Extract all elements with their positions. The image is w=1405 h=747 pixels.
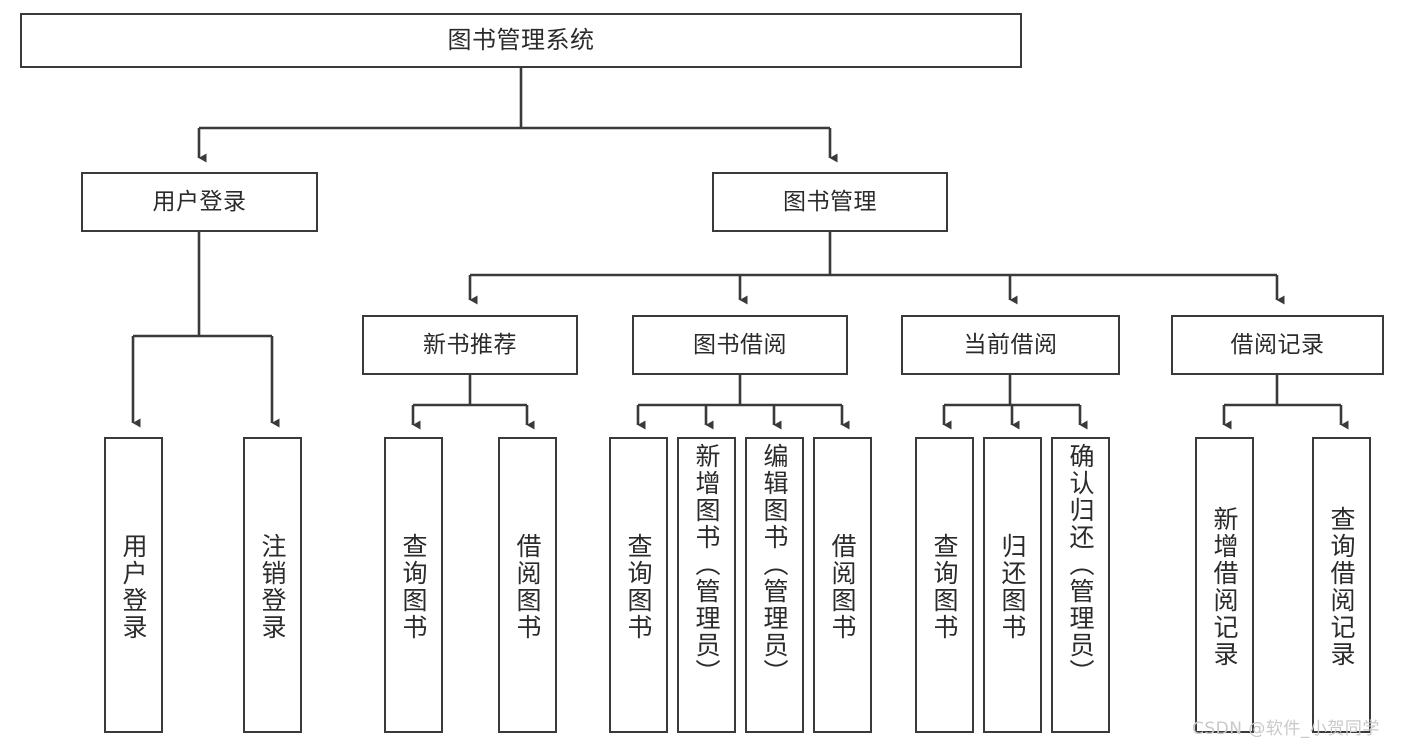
leaf-record-query-record-label: 查询借阅记录 [1327,506,1356,668]
leaf-recommend-query-book[interactable]: 查询图书 [384,437,443,733]
node-book-borrow[interactable]: 图书借阅 [632,315,848,375]
node-user-login-label: 用户登录 [152,188,247,215]
watermark-credit: CSDN @软件_小贺同学 [1192,719,1380,739]
node-user-login[interactable]: 用户登录 [81,172,318,232]
node-root-system[interactable]: 图书管理系统 [20,13,1022,68]
leaf-current-query-book[interactable]: 查询图书 [915,437,974,733]
leaf-borrow-add-book-label: 新增图书（管理员） [692,443,721,686]
leaf-recommend-borrow-book[interactable]: 借阅图书 [498,437,557,733]
leaf-current-return-book-label: 归还图书 [998,533,1027,641]
leaf-current-confirm-return[interactable]: 确认归还（管理员） [1051,437,1110,733]
leaf-user-login-logout-label: 注销登录 [258,533,287,641]
leaf-user-login-login-label: 用户登录 [119,533,148,641]
node-book-management-label: 图书管理 [783,188,877,215]
leaf-user-login-logout[interactable]: 注销登录 [243,437,302,733]
node-book-borrow-label: 图书借阅 [693,331,787,358]
leaf-recommend-borrow-book-label: 借阅图书 [513,533,542,641]
node-borrow-record[interactable]: 借阅记录 [1171,315,1384,375]
node-root-system-label: 图书管理系统 [447,25,595,54]
leaf-current-return-book[interactable]: 归还图书 [983,437,1042,733]
leaf-current-query-book-label: 查询图书 [930,533,959,641]
leaf-borrow-query-book[interactable]: 查询图书 [609,437,668,733]
node-borrow-record-label: 借阅记录 [1230,331,1325,358]
leaf-record-add-record-label: 新增借阅记录 [1210,506,1239,668]
leaf-user-login-login[interactable]: 用户登录 [104,437,163,733]
leaf-borrow-add-book[interactable]: 新增图书（管理员） [677,437,736,733]
node-current-borrow-label: 当前借阅 [963,331,1058,358]
leaf-borrow-edit-book[interactable]: 编辑图书（管理员） [745,437,804,733]
leaf-current-confirm-return-label: 确认归还（管理员） [1066,443,1095,686]
leaf-record-query-record[interactable]: 查询借阅记录 [1312,437,1371,733]
leaf-borrow-edit-book-label: 编辑图书（管理员） [760,443,789,686]
node-current-borrow[interactable]: 当前借阅 [901,315,1120,375]
node-book-management[interactable]: 图书管理 [712,172,948,232]
leaf-recommend-query-book-label: 查询图书 [399,533,428,641]
leaf-borrow-borrow-book[interactable]: 借阅图书 [813,437,872,733]
leaf-borrow-borrow-book-label: 借阅图书 [828,533,857,641]
node-new-book-recommend-label: 新书推荐 [423,331,517,358]
leaf-record-add-record[interactable]: 新增借阅记录 [1195,437,1254,733]
leaf-borrow-query-book-label: 查询图书 [624,533,653,641]
node-new-book-recommend[interactable]: 新书推荐 [362,315,578,375]
